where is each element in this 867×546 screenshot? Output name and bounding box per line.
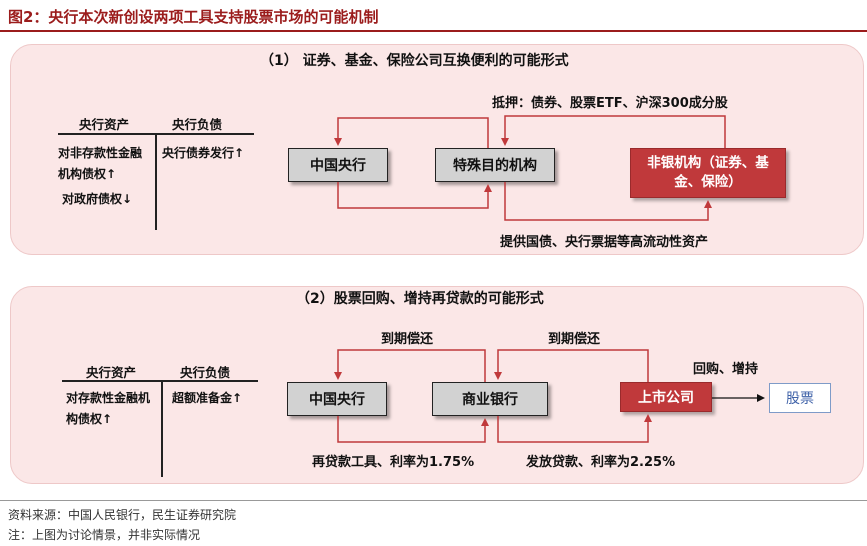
bank-to-listed-loan-arrow: [497, 414, 652, 443]
listed-to-bank-repay-arrow: [494, 349, 649, 382]
panel1-title: （1） 证券、基金、保险公司互换便利的可能形式: [260, 53, 569, 69]
bank-to-cb-repay-arrow: [334, 349, 486, 382]
panel2-title: （2）股票回购、增持再贷款的可能形式: [296, 291, 544, 307]
collateral-label: 抵押：债券、股票ETF、沪深300成分股: [492, 96, 728, 111]
nonbank-institution-box: 非银机构（证券、基金、保险）: [630, 148, 786, 198]
panel1-asset-nonbank-claims: 对非存款性金融机构债权↑: [58, 146, 143, 181]
buyback-label: 回购、增持: [693, 362, 759, 377]
footer-divider: [0, 500, 867, 501]
panel2-ledger-hline: [62, 380, 258, 382]
stock-box: 股票: [769, 383, 831, 413]
disclaimer-note: 注：上图为讨论情景，并非实际情况: [8, 528, 201, 542]
panel2-asset-bank-claims: 对存款性金融机构债权↑: [66, 391, 151, 426]
panel2-ledger-vline: [161, 380, 163, 477]
title-divider: [0, 30, 867, 32]
panel1-ledger-vline: [155, 133, 157, 230]
repay-label-2: 到期偿还: [548, 332, 601, 347]
figure-title: 图2：央行本次新创设两项工具支持股票市场的可能机制: [8, 8, 379, 26]
listed-company-box: 上市公司: [620, 382, 712, 412]
provide-assets-label: 提供国债、央行票据等高流动性资产: [500, 235, 709, 250]
cb-to-spv-arrow: [337, 182, 492, 209]
spv-box: 特殊目的机构: [435, 148, 555, 182]
panel2-assets-header: 央行资产: [86, 365, 137, 380]
spv-to-nonbank-arrow: [504, 182, 712, 221]
loan-rate-label: 发放贷款、利率为2.25%: [526, 455, 676, 470]
source-note: 资料来源：中国人民银行，民生证券研究院: [8, 508, 237, 522]
repay-label-1: 到期偿还: [381, 332, 434, 347]
panel2-liabilities-header: 央行负债: [180, 365, 231, 380]
relending-rate-label: 再贷款工具、利率为1.75%: [312, 455, 475, 470]
panel1-asset-government-claims: 对政府债权↓: [62, 192, 133, 206]
central-bank-box: 中国央行: [288, 148, 388, 182]
panel1-assets-header: 央行资产: [79, 117, 130, 132]
central-bank-box-2: 中国央行: [287, 382, 387, 416]
spv-to-cb-arrow: [334, 117, 489, 148]
panel1-liability-cb-bonds: 央行债券发行↑: [162, 146, 245, 160]
commercial-bank-box: 商业银行: [432, 382, 548, 416]
panel2-liability-excess-reserves: 超额准备金↑: [172, 391, 243, 405]
cb-to-bank-relend-arrow: [337, 416, 489, 443]
nonbank-to-spv-arrow: [501, 115, 726, 148]
panel1-liabilities-header: 央行负债: [172, 117, 223, 132]
